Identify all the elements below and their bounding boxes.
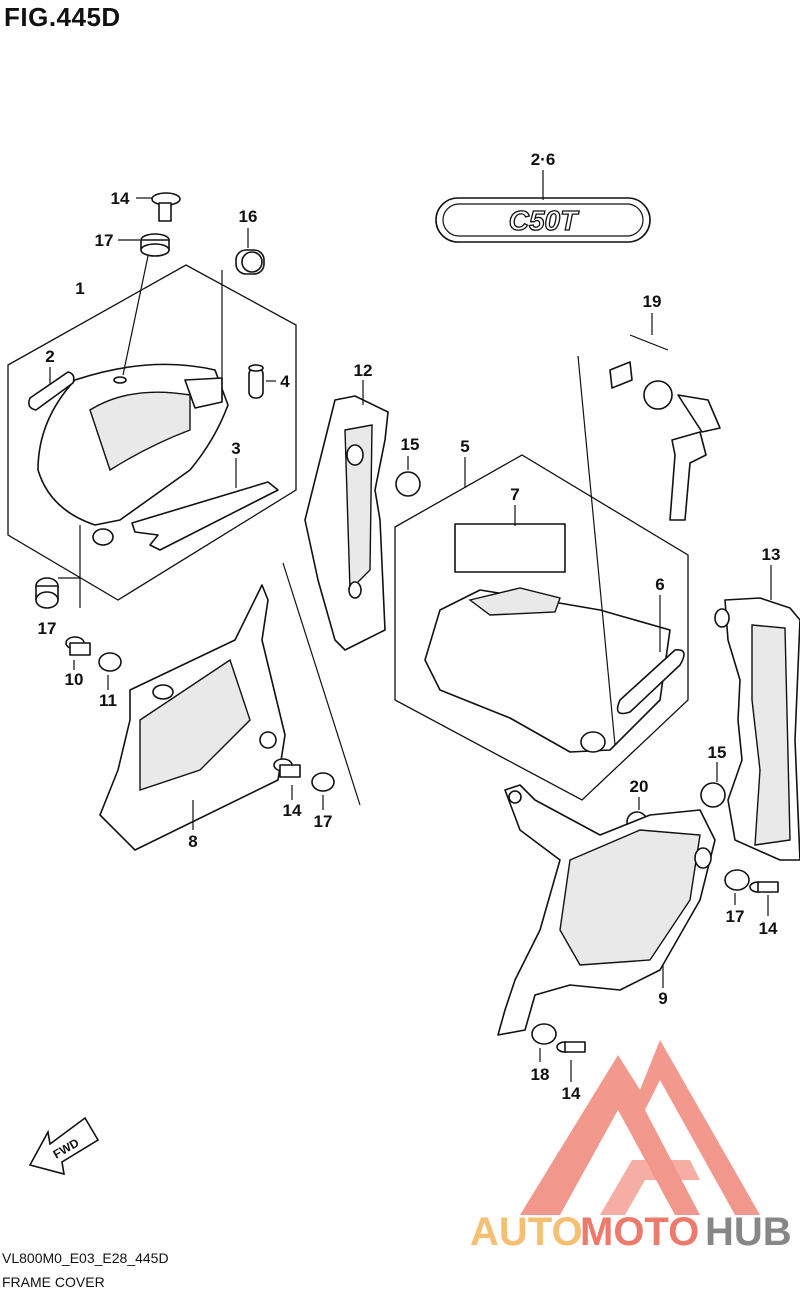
watermark-hub: HUB: [705, 1210, 792, 1254]
watermark-logo: [520, 1040, 760, 1215]
callout-6: 6: [655, 575, 664, 594]
part-6-emblem[interactable]: [616, 648, 685, 715]
callout-18: 18: [531, 1065, 550, 1084]
part-1-left-cover[interactable]: [37, 363, 229, 546]
part-18-washer[interactable]: [531, 1023, 557, 1045]
part-2-badge[interactable]: [28, 371, 75, 411]
part-5-right-cover[interactable]: [424, 587, 671, 753]
callout-2-6: 2·6: [531, 150, 556, 169]
figure-name: FRAME COVER: [2, 1274, 105, 1290]
part-14-bolt-mid[interactable]: [273, 758, 301, 778]
part-17-washer-right[interactable]: [724, 869, 750, 891]
callout-7: 7: [510, 485, 519, 504]
callout-4: 4: [280, 372, 290, 391]
watermark-auto: AUTO: [470, 1210, 583, 1254]
part-17-washer-mid[interactable]: [311, 772, 335, 792]
callout-5: 5: [460, 437, 469, 456]
callout-17-right: 17: [726, 907, 745, 926]
part-8-lower-left-cover[interactable]: [99, 584, 286, 851]
part-17-washer-top[interactable]: [140, 233, 170, 257]
part-19-lock-set[interactable]: [609, 361, 721, 521]
part-15-grommet-right[interactable]: [700, 782, 726, 808]
watermark-moto: MOTO: [580, 1210, 699, 1254]
part-16-grommet[interactable]: [235, 249, 265, 275]
part-3-strip[interactable]: [131, 481, 279, 551]
part-11-washer[interactable]: [98, 652, 122, 672]
callout-20: 20: [630, 777, 649, 796]
fwd-arrow: FWD: [28, 1116, 100, 1176]
part-17-washer-left[interactable]: [35, 577, 59, 609]
part-10-bolt[interactable]: [65, 636, 91, 656]
figure-title: FIG.445D: [4, 2, 121, 32]
callout-13: 13: [762, 545, 781, 564]
emblem-text: C50T: [509, 205, 580, 236]
part-9-lower-right-cover[interactable]: [497, 784, 716, 1036]
part-13-mat[interactable]: [714, 597, 800, 861]
callout-11: 11: [99, 691, 117, 710]
assembly-frame-5: [394, 454, 689, 801]
figure-code: VL800M0_E03_E28_445D: [2, 1250, 169, 1266]
callout-14-mid: 14: [283, 801, 302, 820]
part-12-bracket[interactable]: [304, 395, 389, 651]
callout-1: 1: [75, 279, 84, 298]
part-14-bolt-top[interactable]: [151, 192, 181, 222]
part-15-grommet-mid[interactable]: [395, 471, 421, 497]
callout-17-mid: 17: [314, 812, 333, 831]
emblem-part[interactable]: C50T: [435, 197, 651, 243]
callout-17-left: 17: [38, 619, 57, 638]
watermark-wordmark: AUTO MOTO HUB: [470, 1210, 792, 1254]
callout-17-top: 17: [95, 231, 114, 250]
part-7-label[interactable]: [454, 523, 566, 573]
callout-15-mid: 15: [401, 435, 420, 454]
callout-3: 3: [231, 439, 240, 458]
callout-15-right: 15: [708, 743, 727, 762]
part-14-bolt-right[interactable]: [749, 881, 779, 893]
callout-2: 2: [45, 347, 54, 366]
part-14-bolt-bottom[interactable]: [556, 1041, 586, 1053]
callout-12: 12: [354, 361, 373, 380]
callout-8: 8: [188, 832, 197, 851]
callout-9: 9: [658, 989, 667, 1008]
part-4-pin[interactable]: [248, 364, 264, 399]
assembly-frame-1: [7, 264, 297, 601]
callout-14-right: 14: [759, 919, 778, 938]
callout-16: 16: [239, 207, 258, 226]
callout-14-bottom: 14: [562, 1084, 581, 1103]
callout-19: 19: [643, 292, 662, 311]
callout-10: 10: [65, 670, 84, 689]
callout-14-top: 14: [111, 189, 130, 208]
